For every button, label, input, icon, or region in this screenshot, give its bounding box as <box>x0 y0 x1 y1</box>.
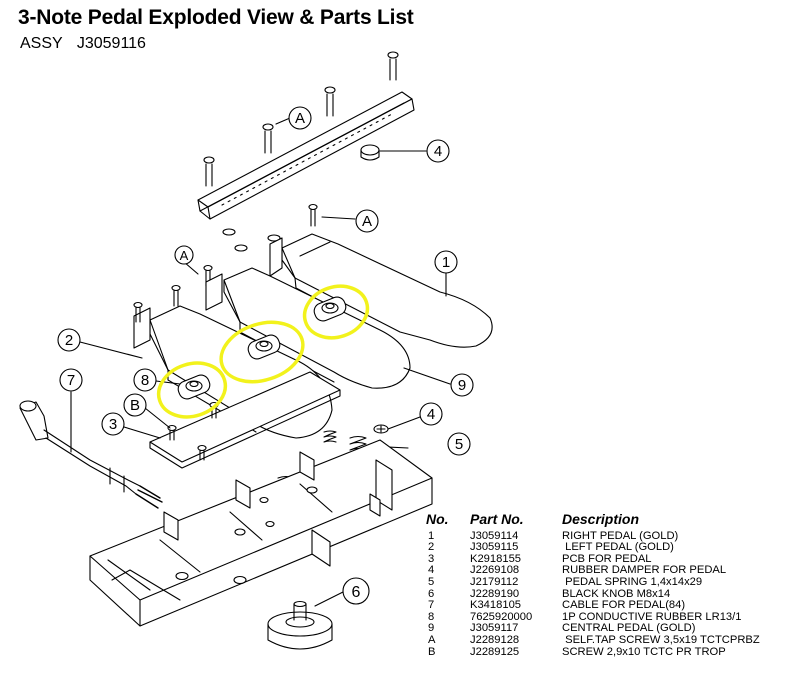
callout-A2-circle <box>355 209 379 233</box>
callout-9: 9 <box>458 377 466 394</box>
table-row: 2 J3059115 LEFT PEDAL (GOLD) <box>426 542 760 554</box>
part-code: J2289125 <box>470 645 520 658</box>
right-pedal <box>269 233 493 348</box>
callout-4a-circle <box>426 139 450 163</box>
part-number-index: 1 <box>428 529 435 542</box>
callout-1-circle <box>434 250 458 274</box>
part-code: K2918155 <box>470 552 522 565</box>
table-row: 6 J2289190 BLACK KNOB M8x14 <box>426 587 760 601</box>
highlight-central <box>219 320 305 384</box>
part-description: CENTRAL PEDAL (GOLD) <box>562 622 696 635</box>
callout-1: 1 <box>442 254 450 271</box>
cable <box>19 400 163 509</box>
callout-A1: A <box>295 110 305 127</box>
highlight-marks <box>156 284 370 419</box>
part-number-index: B <box>428 645 436 658</box>
conductive-rubbers <box>177 296 347 400</box>
part-code: J2289128 <box>470 633 520 646</box>
callout-5: 5 <box>455 436 463 453</box>
part-description: LEFT PEDAL (GOLD) <box>562 541 674 554</box>
rubber-damper-top <box>360 144 380 161</box>
base-housing <box>89 439 433 627</box>
callout-7-circle <box>59 368 83 392</box>
callout-A1-circle <box>288 106 312 130</box>
part-number-index: 2 <box>428 541 435 554</box>
table-row: B J2289125 SCREW 2,9x10 TCTC PR TROP <box>426 645 760 659</box>
callout-4a: 4 <box>434 143 442 160</box>
callout-9-circle <box>450 373 474 397</box>
part-code: J3059114 <box>470 529 519 542</box>
part-number-index: 3 <box>428 552 435 565</box>
part-description: CABLE FOR PEDAL(84) <box>562 599 686 612</box>
callout-B: B <box>130 397 140 414</box>
part-number-index: 6 <box>428 587 435 600</box>
callout-3-circle <box>101 412 125 436</box>
part-description: PEDAL SPRING 1,4x14x29 <box>562 575 703 588</box>
callout-4b: 4 <box>427 406 435 423</box>
table-row: 8 7625920000 1P CONDUCTIVE RUBBER LR13/1 <box>426 610 760 624</box>
highlight-right <box>302 284 370 340</box>
part-code: K3418105 <box>470 599 522 612</box>
table-row: 3 K2918155 PCB FOR PEDAL <box>426 552 760 566</box>
part-description: SELF.TAP SCREW 3,5x19 TCTCPRBZ <box>562 633 760 646</box>
callout-5-circle <box>447 432 471 456</box>
highlight-8 <box>156 361 228 419</box>
callout-4b-circle <box>419 402 443 426</box>
part-number-index: A <box>428 633 436 646</box>
part-description: SCREW 2,9x10 TCTC PR TROP <box>562 645 726 658</box>
callout-B-circle <box>123 393 147 417</box>
part-number-index: 7 <box>428 599 435 612</box>
callout-8-circle <box>133 368 157 392</box>
part-code: J3059117 <box>470 622 519 635</box>
callout-8: 8 <box>141 372 149 389</box>
parts-body: 1 J3059114 RIGHT PEDAL (GOLD) 2 J3059115 LEF… <box>426 529 760 659</box>
part-number-index: 5 <box>428 575 435 588</box>
callout-3: 3 <box>109 416 117 433</box>
assembly-number: ASSY J3059116 <box>20 35 146 52</box>
part-description: 1P CONDUCTIVE RUBBER LR13/1 <box>562 610 742 623</box>
table-row: 1 J3059114 RIGHT PEDAL (GOLD) <box>426 529 760 543</box>
rail-screws <box>203 51 399 187</box>
callout-A3-circle <box>174 245 194 265</box>
callout-6-circle <box>342 577 370 605</box>
part-code: J2269108 <box>470 564 520 577</box>
leader-lines <box>70 262 451 453</box>
part-code: 7625920000 <box>470 610 533 623</box>
part-code: J2179112 <box>470 575 519 588</box>
callout-A3: A <box>180 248 189 263</box>
callout-2: 2 <box>65 332 73 349</box>
part-description: RIGHT PEDAL (GOLD) <box>562 529 679 542</box>
black-knob <box>267 600 333 650</box>
part-description: PCB FOR PEDAL <box>562 552 652 565</box>
page-title: 3-Note Pedal Exploded View & Parts List <box>18 6 414 29</box>
table-row: 9 J3059117 CENTRAL PEDAL (GOLD) <box>426 623 760 635</box>
table-row: 7 K3418105 CABLE FOR PEDAL(84) <box>426 600 760 612</box>
part-code: J2289190 <box>470 587 520 600</box>
callout-6: 6 <box>352 584 361 601</box>
table-row: 4 J2269108 RUBBER DAMPER FOR PEDAL <box>426 565 760 577</box>
table-row: 5 J2179112 PEDAL SPRING 1,4x14x29 <box>426 575 760 589</box>
header-no: No. <box>426 511 449 527</box>
header-description: Description <box>562 511 640 527</box>
mounting-rail <box>197 91 415 220</box>
parts-list: No. Part No. Description 1 J3059114 RIGHT … <box>426 511 760 659</box>
rubber-damper-lower <box>373 424 389 434</box>
table-row: A J2289128 SELF.TAP SCREW 3,5x19 TCTCPRBZ <box>426 633 760 647</box>
parts-table: No. Part No. Description 1 J3059114 RIGHT … <box>426 511 760 659</box>
callout-A2: A <box>362 213 372 230</box>
part-description: RUBBER DAMPER FOR PEDAL <box>562 564 727 577</box>
callout-2-circle <box>57 328 81 352</box>
callout-7: 7 <box>67 372 75 389</box>
part-code: J3059115 <box>470 541 519 554</box>
header-part-no: Part No. <box>470 511 524 527</box>
part-number-index: 4 <box>428 564 435 577</box>
pcb <box>149 371 341 469</box>
part-number-index: 9 <box>428 622 435 635</box>
part-number-index: 8 <box>428 610 435 623</box>
part-description: BLACK KNOB M8x14 <box>562 587 671 600</box>
parts-header-row: No. Part No. Description <box>426 511 760 531</box>
